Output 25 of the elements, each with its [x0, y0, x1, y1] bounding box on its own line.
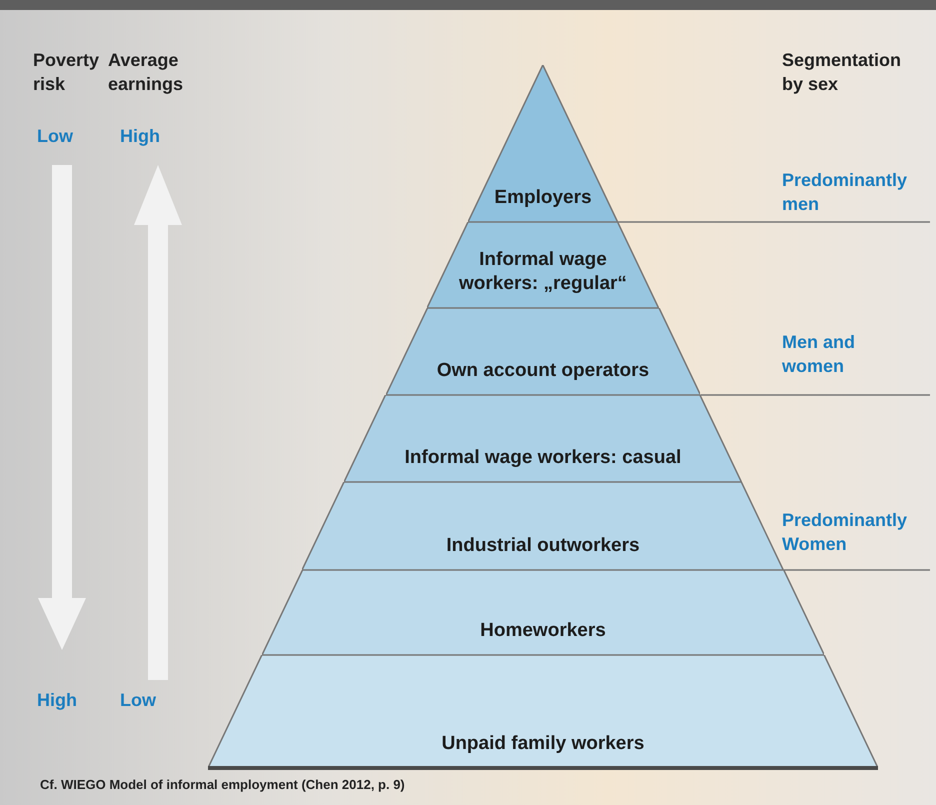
tier-label: Homeworkers	[479, 619, 607, 643]
pyramid-tier	[302, 482, 784, 570]
tier-label: Informal wage workers: casual	[404, 446, 682, 470]
tier-label: Own account operators	[436, 359, 650, 383]
pyramid-tier	[262, 570, 824, 655]
segment-label: Men and women	[782, 331, 856, 378]
scale-label: High	[120, 125, 161, 148]
tier-label: Unpaid family workers	[440, 732, 646, 756]
column-heading: Segmentation by sex	[782, 49, 902, 96]
pyramid-tier	[344, 395, 742, 482]
axis-heading: Average earnings	[108, 49, 184, 96]
scale-label: Low	[120, 689, 157, 712]
tier-label: Industrial outworkers	[445, 534, 641, 558]
segment-label: Predominantly Women	[782, 509, 908, 556]
scale-label: Low	[37, 125, 74, 148]
caption: Cf. WIEGO Model of informal employment (Chen 2012, p. 9)	[40, 776, 405, 794]
segment-label: Predominantly men	[782, 169, 908, 216]
pyramid-tier	[468, 65, 618, 222]
tier-label: Informal wage workers: „regular“	[458, 248, 628, 296]
tier-label: Employers	[493, 186, 593, 210]
pyramid-tier	[386, 308, 700, 395]
pyramid-tier	[427, 222, 659, 308]
scale-label: High	[37, 689, 78, 712]
pyramid-tier	[208, 655, 878, 768]
axis-heading: Poverty risk	[33, 49, 100, 96]
